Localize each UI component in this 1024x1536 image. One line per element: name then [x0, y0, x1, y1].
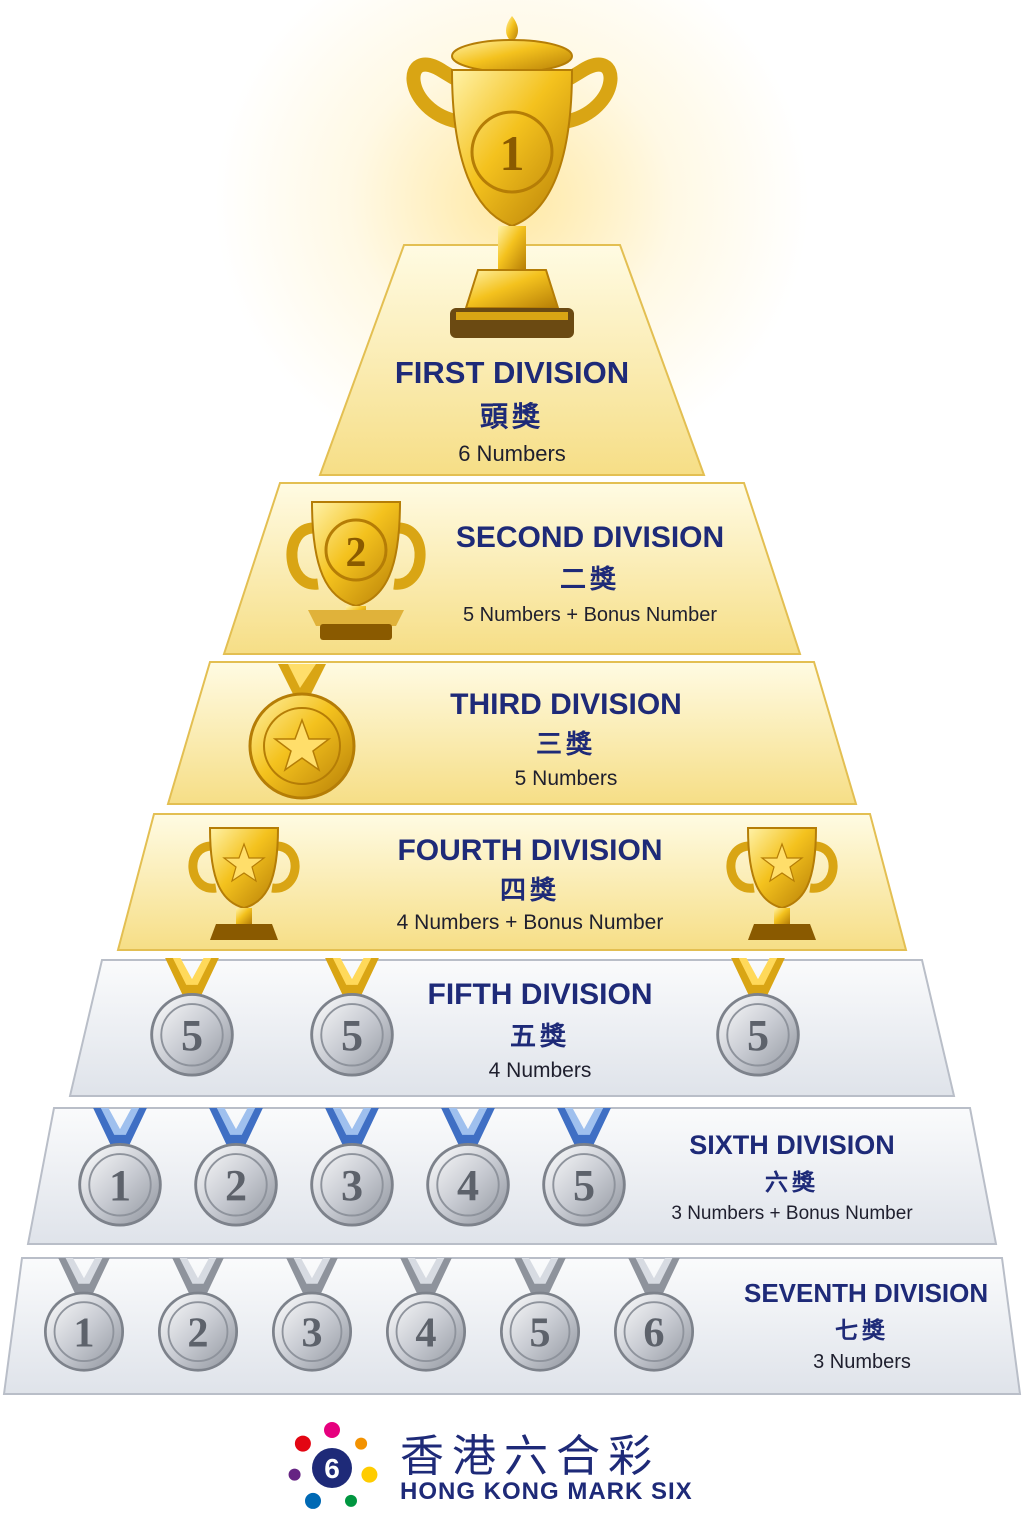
tier-title: THIRD DIVISION	[450, 688, 682, 721]
tier-title: SECOND DIVISION	[455, 521, 725, 554]
tier-title-zh: 三獎	[535, 730, 596, 760]
tier-band	[318, 244, 706, 476]
gold-star-medal-icon	[248, 664, 356, 800]
gold-star-trophy-icon	[726, 827, 838, 940]
silver-medal-grey-ribbon-icon: 2	[157, 1258, 239, 1372]
tier-title-zh: 二獎	[559, 565, 620, 595]
tier-title-zh: 頭獎	[479, 400, 544, 433]
tier-rule: 3 Numbers + Bonus Number	[671, 1203, 913, 1224]
medal-number: 2	[225, 1161, 247, 1210]
tier-rule: 5 Numbers	[514, 767, 618, 790]
tier-band	[26, 1107, 998, 1245]
silver-medal-grey-ribbon-icon: 4	[385, 1258, 467, 1372]
logo-dot	[361, 1466, 378, 1483]
tier-title-zh: 六獎	[765, 1170, 819, 1196]
silver-medal-grey-ribbon-icon: 1	[43, 1258, 125, 1372]
tier-rule: 4 Numbers + Bonus Number	[396, 911, 664, 934]
logo-dot	[305, 1492, 321, 1509]
medal-number: 5	[341, 1011, 363, 1060]
tier-fourth-division: FOURTH DIVISION 四獎 4 Numbers + Bonus Num…	[116, 812, 908, 952]
logo-dot	[294, 1435, 311, 1452]
medal-number: 3	[301, 1309, 322, 1356]
tier-rule: 6 Numbers	[458, 441, 566, 466]
cup-badge: 2	[346, 530, 367, 576]
medal-number: 5	[529, 1309, 550, 1356]
silver-medal-icon: 5	[150, 958, 234, 1077]
medal-number: 1	[109, 1161, 131, 1210]
tier-title-zh: 四獎	[499, 876, 560, 906]
tier-rule: 3 Numbers	[813, 1351, 911, 1373]
logo-dot	[355, 1437, 368, 1450]
gold-trophy-icon: 1	[406, 16, 618, 338]
tier-title: FIRST DIVISION	[394, 355, 630, 390]
tier-title: FOURTH DIVISION	[397, 834, 663, 867]
tier-first-division: FIRST DIVISION 頭獎 6 Numbers	[318, 243, 706, 477]
medal-number: 5	[573, 1161, 595, 1210]
logo-dot	[324, 1422, 340, 1438]
logo-dot	[345, 1494, 357, 1507]
medal-number: 3	[341, 1161, 363, 1210]
tier-title: SIXTH DIVISION	[689, 1130, 895, 1160]
medal-number: 1	[73, 1309, 94, 1356]
medal-number: 6	[643, 1309, 664, 1356]
tier-title: FIFTH DIVISION	[427, 978, 653, 1011]
mark-six-logo: 6 香港六合彩 HONG KONG MARK SIX	[280, 1412, 720, 1522]
logo-digit: 6	[324, 1453, 340, 1484]
silver-medal-blue-ribbon-icon: 2	[194, 1108, 278, 1227]
silver-medal-grey-ribbon-icon: 5	[499, 1258, 581, 1372]
logo-title-zh: 香港六合彩	[400, 1431, 660, 1482]
medal-number: 4	[457, 1161, 479, 1210]
tier-sixth-division: SIXTH DIVISION 六獎 3 Numbers + Bonus Numb…	[26, 1106, 998, 1246]
medal-number: 5	[181, 1011, 203, 1060]
silver-medal-grey-ribbon-icon: 6	[613, 1258, 695, 1372]
tier-title: SEVENTH DIVISION	[744, 1278, 989, 1308]
silver-medal-blue-ribbon-icon: 1	[78, 1108, 162, 1227]
medal-number: 5	[747, 1011, 769, 1060]
silver-medal-blue-ribbon-icon: 4	[426, 1108, 510, 1227]
logo-dot	[288, 1468, 301, 1481]
silver-medal-icon: 5	[310, 958, 394, 1077]
tier-title-zh: 五獎	[509, 1022, 570, 1052]
gold-star-trophy-icon	[188, 827, 300, 940]
tier-title-zh: 七獎	[835, 1318, 889, 1344]
logo-title-en: HONG KONG MARK SIX	[400, 1478, 693, 1505]
gold-cup-icon: 2	[286, 501, 426, 640]
silver-medal-blue-ribbon-icon: 5	[542, 1108, 626, 1227]
trophy-badge: 1	[500, 125, 525, 181]
silver-medal-blue-ribbon-icon: 3	[310, 1108, 394, 1227]
mark-six-logo-icon: 6	[288, 1422, 378, 1509]
silver-medal-icon: 5	[716, 958, 800, 1077]
tier-rule: 4 Numbers	[488, 1059, 592, 1082]
medal-number: 2	[187, 1309, 208, 1356]
medal-number: 4	[415, 1309, 436, 1356]
silver-medal-grey-ribbon-icon: 3	[271, 1258, 353, 1372]
tier-rule: 5 Numbers + Bonus Number	[462, 604, 717, 626]
tier-band	[116, 813, 908, 951]
